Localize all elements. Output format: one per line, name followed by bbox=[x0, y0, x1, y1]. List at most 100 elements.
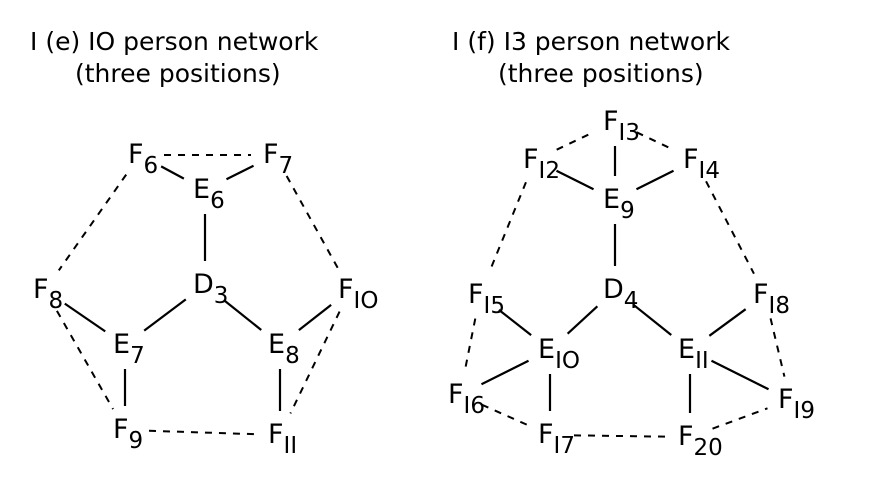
edge-E9-F14 bbox=[635, 169, 675, 191]
edge-F15-F16 bbox=[463, 318, 477, 372]
figure-f-subtitle: (three positions) bbox=[498, 59, 704, 88]
edge-D3-E7 bbox=[143, 298, 187, 332]
node-subscript: I7 bbox=[554, 433, 575, 459]
node-F20: F20 bbox=[678, 421, 723, 461]
node-F14: FI4 bbox=[683, 144, 720, 184]
node-letter: F bbox=[113, 414, 129, 445]
node-E8: E8 bbox=[268, 329, 300, 369]
node-letter: F bbox=[468, 279, 484, 310]
edge-E10-F15 bbox=[498, 308, 532, 337]
node-subscript: 6 bbox=[210, 188, 225, 214]
node-letter: F bbox=[448, 379, 464, 410]
node-subscript: 7 bbox=[279, 153, 294, 179]
node-subscript: IO bbox=[354, 288, 379, 314]
edge-F10-F11 bbox=[289, 311, 341, 414]
edge-F12-F15 bbox=[488, 181, 527, 274]
node-F16: FI6 bbox=[448, 379, 485, 419]
edge-E11-F19 bbox=[710, 359, 770, 391]
figure-f-edges bbox=[463, 131, 786, 438]
edge-F18-F19 bbox=[769, 318, 786, 377]
edge-E9-F12 bbox=[555, 169, 595, 191]
node-letter: F bbox=[538, 419, 554, 450]
node-letter: F bbox=[33, 274, 49, 305]
edge-E11-F18 bbox=[708, 308, 747, 337]
edge-F13-F14 bbox=[636, 131, 674, 151]
node-letter: E bbox=[538, 334, 555, 365]
node-subscript: 8 bbox=[285, 343, 300, 369]
edge-F17-F20 bbox=[573, 434, 667, 438]
node-F18: FI8 bbox=[753, 279, 790, 319]
edge-F6-F8 bbox=[57, 174, 128, 271]
node-letter: E bbox=[678, 334, 695, 365]
node-subscript: I3 bbox=[619, 120, 640, 146]
node-subscript: I4 bbox=[699, 158, 720, 184]
node-letter: F bbox=[338, 274, 354, 305]
node-subscript: 20 bbox=[694, 435, 723, 461]
node-subscript: 7 bbox=[130, 343, 145, 369]
node-subscript: 3 bbox=[214, 283, 229, 309]
node-subscript: I2 bbox=[539, 158, 560, 184]
node-letter: F bbox=[683, 144, 699, 175]
node-subscript: I6 bbox=[464, 393, 485, 419]
node-E6: E6 bbox=[193, 174, 225, 214]
node-E11: EII bbox=[678, 334, 709, 374]
node-D4: D4 bbox=[603, 274, 638, 314]
edge-F7-F10 bbox=[285, 175, 340, 270]
figure-e-edges bbox=[56, 154, 341, 436]
node-letter: E bbox=[113, 329, 130, 360]
node-letter: F bbox=[753, 279, 769, 310]
node-letter: F bbox=[603, 106, 619, 137]
node-F12: FI2 bbox=[523, 144, 560, 184]
node-subscript: II bbox=[284, 433, 298, 459]
edge-F9-F11 bbox=[148, 429, 257, 436]
edge-E7-F8 bbox=[64, 302, 106, 333]
node-subscript: 9 bbox=[620, 198, 635, 224]
node-letter: F bbox=[778, 384, 794, 415]
node-subscript: 6 bbox=[144, 153, 159, 179]
node-subscript: I5 bbox=[484, 293, 505, 319]
node-subscript: I8 bbox=[769, 293, 790, 319]
node-F6: F6 bbox=[128, 139, 158, 179]
node-F17: FI7 bbox=[538, 419, 575, 459]
node-subscript: II bbox=[695, 348, 709, 374]
node-letter: F bbox=[678, 421, 694, 452]
edge-D4-E11 bbox=[633, 304, 672, 336]
edge-D4-E10 bbox=[566, 305, 599, 335]
node-E10: EIO bbox=[538, 334, 580, 374]
edge-F14-F18 bbox=[705, 180, 755, 275]
node-letter: F bbox=[523, 144, 539, 175]
node-F11: FII bbox=[268, 419, 297, 459]
edge-F16-F17 bbox=[481, 403, 529, 427]
edge-E6-F6 bbox=[160, 165, 185, 180]
node-F10: FIO bbox=[338, 274, 378, 314]
edge-F8-F9 bbox=[56, 310, 114, 410]
figure-f: I (f) I3 person network (three positions… bbox=[448, 27, 815, 461]
figure-e-title: I (e) IO person network bbox=[30, 27, 319, 56]
figure-e-subtitle: (three positions) bbox=[75, 59, 281, 88]
edge-E6-F7 bbox=[225, 164, 255, 181]
node-F9: F9 bbox=[113, 414, 143, 454]
node-letter: F bbox=[268, 419, 284, 450]
edge-E10-F16 bbox=[480, 359, 530, 386]
node-subscript: IO bbox=[555, 348, 580, 374]
edge-D3-E8 bbox=[223, 299, 262, 331]
node-letter: E bbox=[268, 329, 285, 360]
node-subscript: 9 bbox=[129, 428, 144, 454]
node-E7: E7 bbox=[113, 329, 145, 369]
node-letter: D bbox=[193, 269, 214, 300]
figure-f-title: I (f) I3 person network bbox=[452, 27, 730, 56]
node-E9: E9 bbox=[603, 184, 635, 224]
node-F13: FI3 bbox=[603, 106, 640, 146]
edge-F20-F19 bbox=[712, 407, 768, 430]
node-subscript: 4 bbox=[624, 288, 639, 314]
node-D3: D3 bbox=[193, 269, 228, 309]
node-letter: F bbox=[263, 139, 279, 170]
figure-e: I (e) IO person network (three positions… bbox=[30, 27, 378, 459]
node-letter: E bbox=[603, 184, 620, 215]
node-F15: FI5 bbox=[468, 279, 505, 319]
edge-F12-F13 bbox=[556, 131, 594, 151]
node-F7: F7 bbox=[263, 139, 293, 179]
